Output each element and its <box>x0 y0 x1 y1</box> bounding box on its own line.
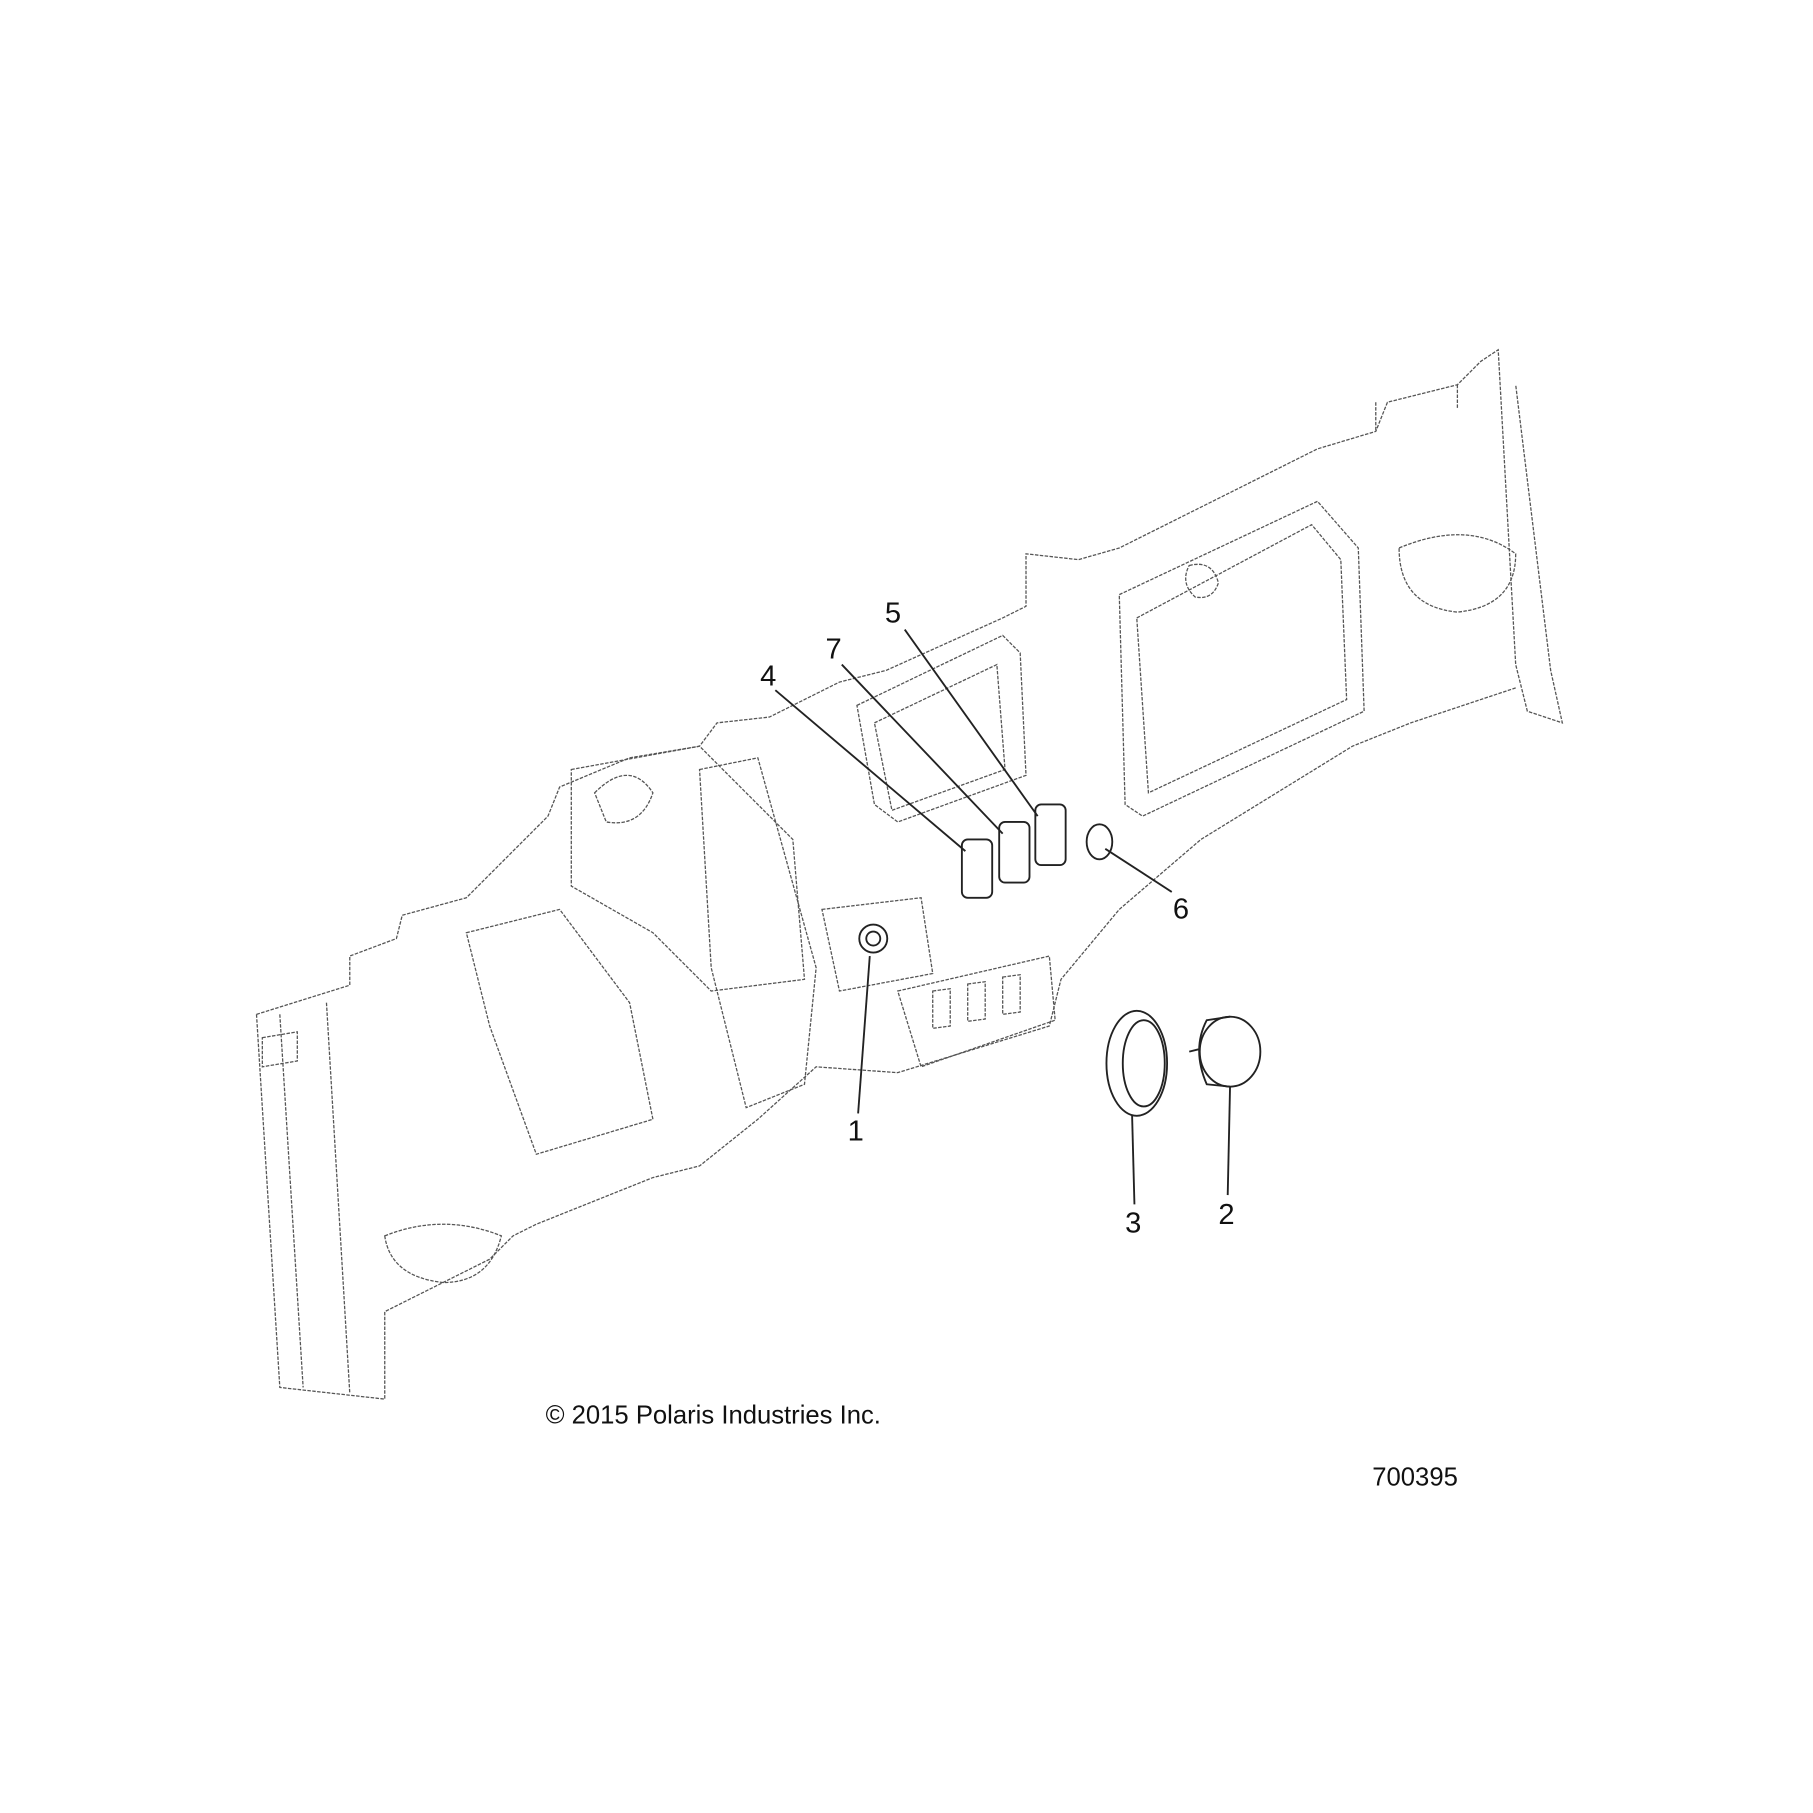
ignition-key-slot-icon <box>865 930 882 947</box>
copyright-text: © 2015 Polaris Industries Inc. <box>546 1402 881 1430</box>
callout-5: 5 <box>885 598 901 630</box>
callout-4: 4 <box>760 661 776 693</box>
leader-lines <box>774 629 1231 1205</box>
callout-7: 7 <box>825 634 841 666</box>
bezel-ring-part <box>1105 1009 1169 1117</box>
rocker-switches <box>960 803 1067 899</box>
callout-6: 6 <box>1173 894 1189 926</box>
callout-2: 2 <box>1218 1199 1234 1231</box>
power-outlet-icon <box>1085 823 1114 861</box>
callout-3: 3 <box>1125 1207 1141 1239</box>
gauge-part <box>1189 1015 1262 1088</box>
switch-4-icon <box>960 838 994 899</box>
ignition-switch-icon <box>858 923 889 954</box>
dashboard-assembly <box>255 348 1564 1400</box>
figure-number: 700395 <box>1372 1463 1458 1491</box>
callout-1: 1 <box>848 1115 864 1147</box>
switch-5-icon <box>1034 803 1067 867</box>
switch-7-icon <box>998 821 1031 884</box>
